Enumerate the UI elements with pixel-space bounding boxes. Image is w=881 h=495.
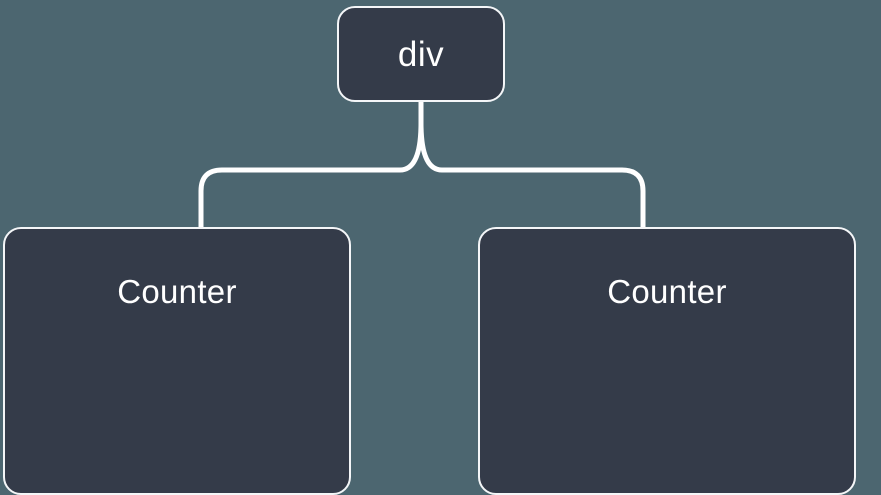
connector-branch-right xyxy=(418,99,646,231)
node-root-div[interactable]: div xyxy=(337,6,505,102)
counter-left-title: Counter xyxy=(117,273,237,310)
root-node-label: div xyxy=(397,34,445,74)
connector-branch-left xyxy=(198,99,424,231)
counter-right-title: Counter xyxy=(607,273,727,310)
node-counter-left[interactable]: Counter count 0 xyxy=(3,227,351,495)
node-counter-right[interactable]: Counter count 1 xyxy=(478,227,856,495)
